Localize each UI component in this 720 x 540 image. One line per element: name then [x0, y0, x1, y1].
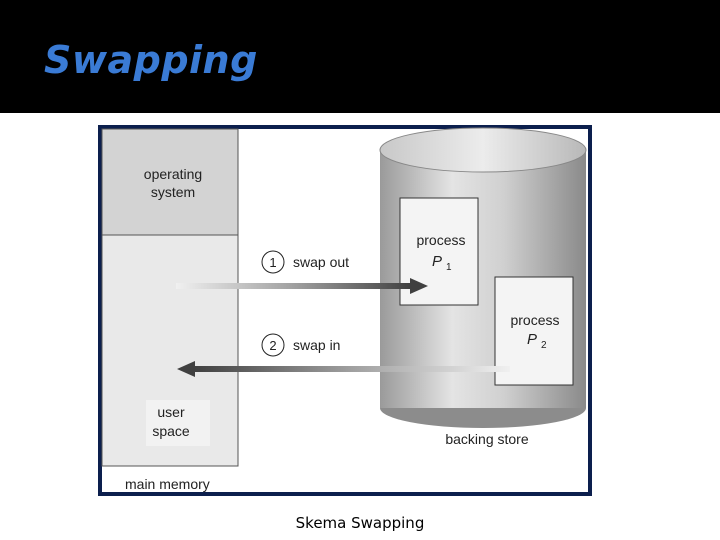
- backing-store-top: [379, 127, 587, 173]
- slide-title: Swapping: [44, 38, 258, 82]
- swap-in-label: swap in: [293, 337, 340, 353]
- process-p2-name: P: [527, 331, 537, 348]
- process-p2-label: process: [510, 312, 559, 328]
- title-bar: Swapping: [0, 0, 720, 113]
- swap-in-number-circle: [261, 333, 285, 357]
- swap-out-number: 1: [269, 255, 276, 270]
- process-p1-name: P: [432, 253, 442, 270]
- swap-out-arrow-shaft: [176, 283, 411, 289]
- os-label-line2: system: [151, 184, 195, 200]
- main-memory-label: main memory: [125, 476, 210, 492]
- backing-store-label: backing store: [445, 431, 528, 447]
- swap-in-arrowhead: [177, 361, 195, 377]
- swap-out-label: swap out: [293, 254, 349, 270]
- figure-caption: Skema Swapping: [295, 514, 425, 532]
- os-region: [101, 128, 239, 236]
- process-p1-label: process: [416, 232, 465, 248]
- process-p1-subscript: 1: [446, 262, 452, 273]
- swap-in-arrow-shaft: [194, 366, 510, 372]
- swap-in-number: 2: [269, 338, 276, 353]
- user-space-label-line1: user: [157, 404, 185, 420]
- swapping-diagram: operating system user space main memory …: [98, 125, 592, 496]
- process-p2-subscript: 2: [541, 340, 547, 351]
- os-label-line1: operating: [144, 166, 202, 182]
- swap-out-arrowhead: [410, 278, 428, 294]
- user-space-label-line2: space: [152, 423, 190, 439]
- diagram-canvas: operating system user space main memory …: [98, 125, 592, 496]
- swap-out-number-circle: [261, 250, 285, 274]
- user-space-label-bg: [146, 400, 210, 446]
